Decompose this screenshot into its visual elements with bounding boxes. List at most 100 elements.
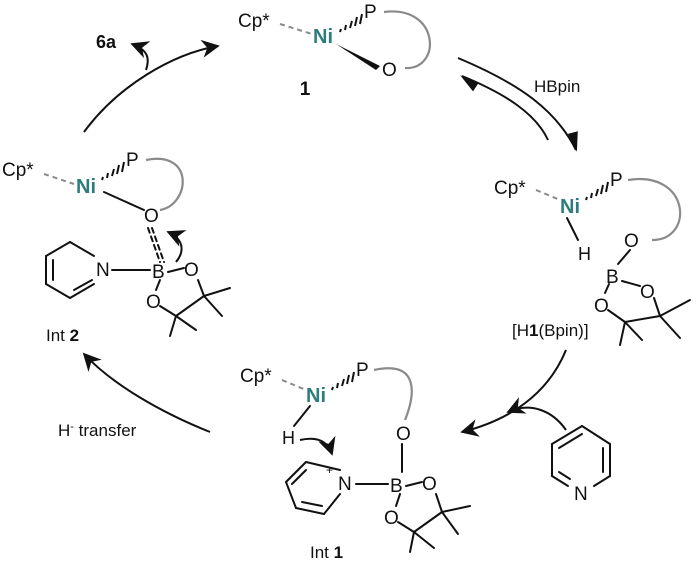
hydride-atom: H [578, 244, 591, 264]
cp-ni-bond [279, 23, 313, 35]
pinacol-bond [653, 297, 661, 317]
n-atom: N [96, 260, 110, 281]
b-o-bond [167, 267, 185, 273]
hydride-complex: Cp* Ni P H O B O O [H1(Bpin)] [494, 170, 691, 346]
ni-atom: Ni [313, 26, 333, 48]
p-o-linker [373, 367, 413, 421]
pyridinium-ring [285, 461, 341, 515]
pinacol-bond [397, 521, 415, 533]
ni-p-hashed-bond [101, 161, 125, 181]
cp-label: Cp* [2, 160, 34, 181]
product-release-arrow [130, 41, 151, 71]
pyridine-entry-arrow [506, 397, 567, 431]
electron-push-arrow [166, 230, 187, 263]
o-atom: O [640, 282, 655, 303]
hydride-complex-label: [H1(Bpin)] [512, 321, 589, 340]
methyl-bond [624, 321, 643, 341]
pinacol-bond [175, 295, 205, 317]
b-o-bond [395, 493, 401, 507]
cp-label: Cp* [238, 11, 270, 32]
b-o-bond [405, 481, 423, 487]
intermediate-2: Cp* Ni P O N B O O [2, 150, 231, 345]
p-atom: P [356, 360, 369, 381]
o-atom: O [422, 474, 437, 495]
ni-atom: Ni [560, 196, 580, 218]
methyl-bond [413, 531, 435, 549]
methyl-bond [441, 511, 459, 535]
hydride-transfer-arrow [82, 352, 211, 433]
catalyst-label: 1 [300, 79, 311, 100]
regeneration-arrow [83, 39, 220, 133]
intermediate-1: Cp* Ni P H O + N B O O [240, 360, 471, 562]
o-atom: O [624, 231, 639, 252]
cp-label: Cp* [240, 366, 272, 387]
methyl-bond [203, 287, 231, 297]
n-atom: N [574, 484, 588, 505]
cycle-arrows: 6a HBpin H- transfer [58, 32, 580, 440]
n-atom: N [338, 474, 352, 495]
hydride-transfer-label: H- transfer [58, 421, 137, 440]
dihydropyridine-ring [45, 241, 95, 299]
pinacol-bond [435, 493, 443, 513]
catalyst-1: Cp* Ni P O 1 [238, 2, 431, 100]
int2-label: Int 2 [46, 326, 79, 345]
b-o-bond [155, 279, 161, 291]
pyridine-molecule: N [551, 425, 611, 505]
ni-p-hashed-bond [339, 13, 363, 33]
b-o-bond [621, 280, 641, 287]
hydride-atom: H [282, 428, 295, 448]
p-atom: P [610, 170, 623, 191]
pinacol-bond [607, 309, 626, 323]
ni-h-bond [566, 217, 579, 241]
methyl-bond [169, 315, 177, 337]
p-o-linker [145, 157, 184, 212]
methyl-bond [441, 505, 471, 513]
methyl-bond [659, 299, 691, 317]
o-atom: O [396, 424, 411, 445]
b-atom: B [606, 267, 619, 288]
o-b-bond [617, 249, 631, 265]
b-o-bond [604, 283, 610, 294]
o-b-dative-bond [151, 227, 165, 263]
methyl-bond [203, 295, 223, 317]
ni-atom: Ni [76, 176, 96, 198]
o-b-dative-bond [147, 227, 161, 263]
hydride-attack-arrow [299, 435, 336, 456]
methyl-bond [659, 315, 681, 339]
pinacol-bond [413, 511, 443, 533]
o-atom: O [384, 508, 399, 529]
methyl-bond [619, 321, 626, 346]
o-atom: O [146, 292, 161, 313]
reagent-label: HBpin [534, 77, 580, 96]
p-atom: P [126, 150, 139, 171]
pinacol-bond [159, 305, 177, 317]
ni-h-bond [293, 405, 311, 427]
cp-ni-bond [535, 189, 561, 201]
b-atom: B [152, 262, 165, 283]
forward-equilibrium-arrow [457, 57, 578, 152]
p-o-linker [383, 10, 431, 70]
pyridine-coordination-arrow [460, 349, 567, 437]
cp-ni-bond [43, 173, 75, 185]
cp-ni-bond [281, 379, 307, 391]
pinacol-bond [197, 279, 205, 297]
ni-o-bond [103, 191, 145, 211]
pinacol-bond [624, 315, 661, 323]
n-plus-charge: + [326, 463, 333, 477]
ni-o-wedge-bond [336, 44, 380, 70]
product-label: 6a [96, 32, 117, 52]
o-atom: O [144, 206, 159, 227]
int1-label: Int 1 [310, 543, 343, 562]
ni-p-hashed-bond [331, 371, 355, 391]
methyl-bond [175, 315, 197, 331]
cp-label: Cp* [494, 178, 526, 199]
o-atom: O [184, 260, 199, 281]
b-atom: B [390, 476, 403, 497]
p-o-linker [627, 177, 682, 242]
o-atom: O [594, 296, 609, 317]
ni-p-hashed-bond [585, 181, 609, 201]
p-atom: P [364, 2, 377, 23]
reverse-equilibrium-arrow [460, 75, 549, 141]
